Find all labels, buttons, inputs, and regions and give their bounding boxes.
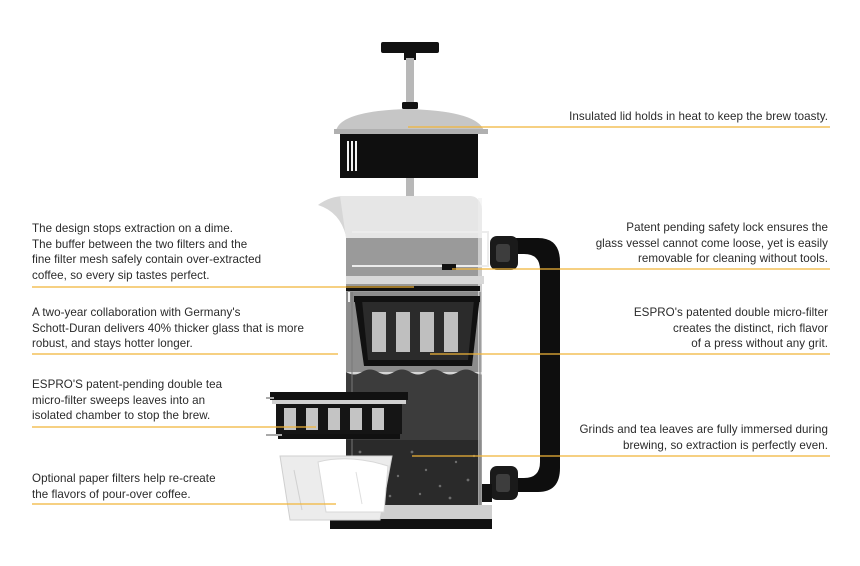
paper-filter: [279, 455, 393, 521]
safety-lock: [352, 231, 489, 270]
callout-design: The design stops extraction on a dime. T…: [32, 222, 262, 282]
callout-glass: A two-year collaboration with Germany's …: [32, 306, 304, 350]
callout-lid: Insulated lid holds in heat to keep the …: [569, 110, 828, 123]
callout-immersion: Grinds and tea leaves are fully immersed…: [579, 423, 828, 452]
carafe-handle: [482, 236, 560, 502]
callout-tea-filter: ESPRO'S patent-pending double tea micro-…: [32, 378, 223, 422]
insulated-lid: [334, 109, 488, 196]
callout-leader-lines: [32, 126, 830, 505]
callout-paper-filter: Optional paper filters help re-create th…: [32, 472, 216, 501]
double-micro-filter: [346, 276, 484, 366]
plunger-knob: [381, 42, 439, 109]
callout-micro-filter: ESPRO's patented double micro-filter cre…: [633, 306, 828, 350]
callout-safety-lock: Patent pending safety lock ensures the g…: [595, 221, 828, 265]
tea-filter: [266, 392, 408, 439]
